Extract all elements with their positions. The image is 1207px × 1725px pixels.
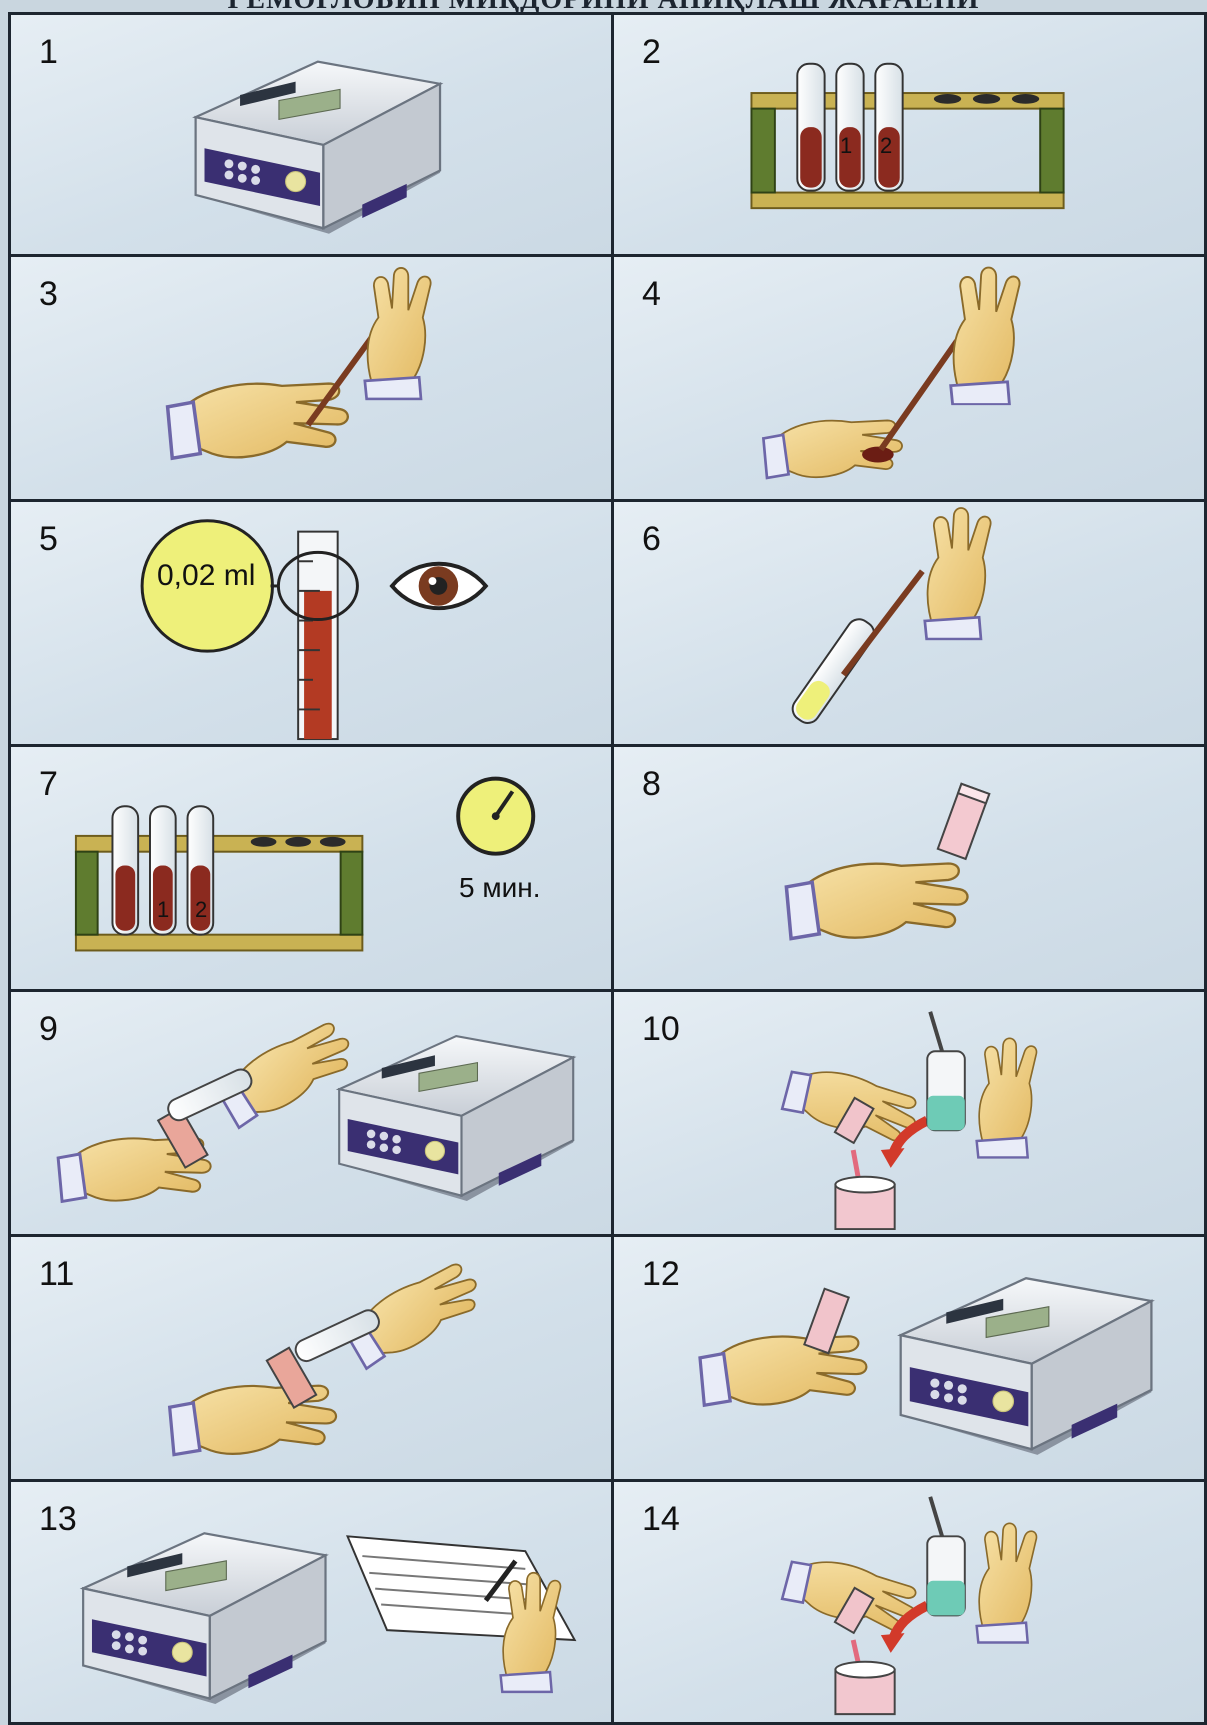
step-10: 10	[614, 992, 1207, 1237]
tube-label: 1	[157, 897, 169, 923]
step-7: 7 1 2 5 мин.	[8, 747, 614, 992]
step-13: 13	[8, 1482, 614, 1725]
time-label: 5 мин.	[459, 872, 540, 904]
tube-label: 2	[880, 133, 892, 159]
step-4: 4	[614, 257, 1207, 502]
step-5: 5 0,02 ml	[8, 502, 614, 747]
pipette-blood-icon	[614, 257, 1204, 499]
tube-label: 2	[195, 897, 207, 923]
step-1: 1	[8, 12, 614, 257]
cuvette-photometer-icon	[614, 1237, 1204, 1479]
photometer-record-results-icon	[11, 1482, 611, 1722]
step-14: 14	[614, 1482, 1207, 1725]
finger-prick-pipette-icon	[11, 257, 611, 499]
pour-into-cuvette-photometer-icon	[11, 992, 611, 1234]
graduated-pipette-icon	[11, 502, 611, 744]
step-9: 9	[8, 992, 614, 1237]
step-11: 11	[8, 1237, 614, 1482]
tube-label: 1	[840, 133, 852, 159]
cuvette-hand-icon	[614, 747, 1204, 989]
step-8: 8	[614, 747, 1207, 992]
test-tube-rack-timer-icon	[11, 747, 611, 989]
step-6: 6	[614, 502, 1207, 747]
procedure-grid: 1 2 1 2 3	[8, 12, 1207, 1725]
photometer-icon	[11, 15, 611, 254]
dose-label: 0,02 ml	[157, 559, 255, 593]
pipette-into-tube-icon	[614, 502, 1204, 744]
pour-into-cuvette-icon	[11, 1237, 611, 1479]
step-2: 2 1 2	[614, 12, 1207, 257]
test-tube-rack-icon	[614, 15, 1204, 254]
step-12: 12	[614, 1237, 1207, 1482]
step-3: 3	[8, 257, 614, 502]
wash-cuvette-icon	[614, 992, 1204, 1234]
wash-cuvette-icon	[614, 1482, 1204, 1722]
